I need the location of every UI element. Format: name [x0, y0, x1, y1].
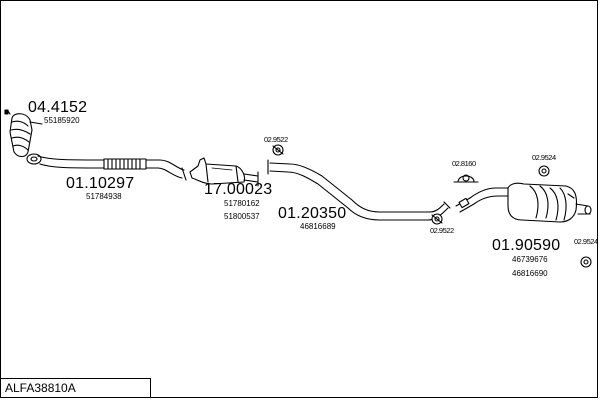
- ref-number-front-pipe: 51784938: [86, 192, 122, 201]
- small-part-label-d: 02.9524: [532, 153, 556, 162]
- ref-number-manifold: 55185920: [44, 116, 80, 125]
- ref-number-catalytic-converter-2: 51800537: [224, 212, 260, 221]
- part-number-front-pipe: 01.10297: [66, 175, 135, 192]
- ref-number-rear-silencer-1: 46739676: [512, 255, 548, 264]
- hanger-e[interactable]: [580, 256, 592, 268]
- ref-number-catalytic-converter-1: 51780162: [224, 199, 260, 208]
- diagram-title: ALFA38810A: [1, 378, 151, 398]
- hanger-b[interactable]: [431, 213, 443, 225]
- rear-silencer-part[interactable]: [455, 182, 592, 223]
- small-part-label-c: 02.8160: [452, 159, 476, 168]
- ref-number-rear-silencer-2: 46816690: [512, 269, 548, 278]
- catalytic-converter-part[interactable]: [189, 157, 259, 187]
- small-part-label-b: 02.9522: [430, 226, 454, 235]
- hanger-a[interactable]: [272, 144, 284, 156]
- hanger-d[interactable]: [538, 165, 550, 177]
- part-number-catalytic-converter: 17.00023: [204, 181, 273, 198]
- part-number-rear-silencer: 01.90590: [492, 237, 561, 254]
- manifold-downpipe-part[interactable]: [4, 109, 43, 158]
- hanger-c[interactable]: [453, 174, 479, 183]
- front-pipe-part[interactable]: [37, 155, 187, 181]
- ref-number-intermediate-pipe: 46816689: [300, 222, 336, 231]
- small-part-label-a: 02.9522: [264, 135, 288, 144]
- part-number-manifold: 04.4152: [28, 99, 88, 116]
- manifold-gasket[interactable]: [26, 153, 42, 165]
- small-part-label-e: 02.9524: [574, 237, 598, 246]
- part-number-intermediate-pipe: 01.20350: [278, 205, 347, 222]
